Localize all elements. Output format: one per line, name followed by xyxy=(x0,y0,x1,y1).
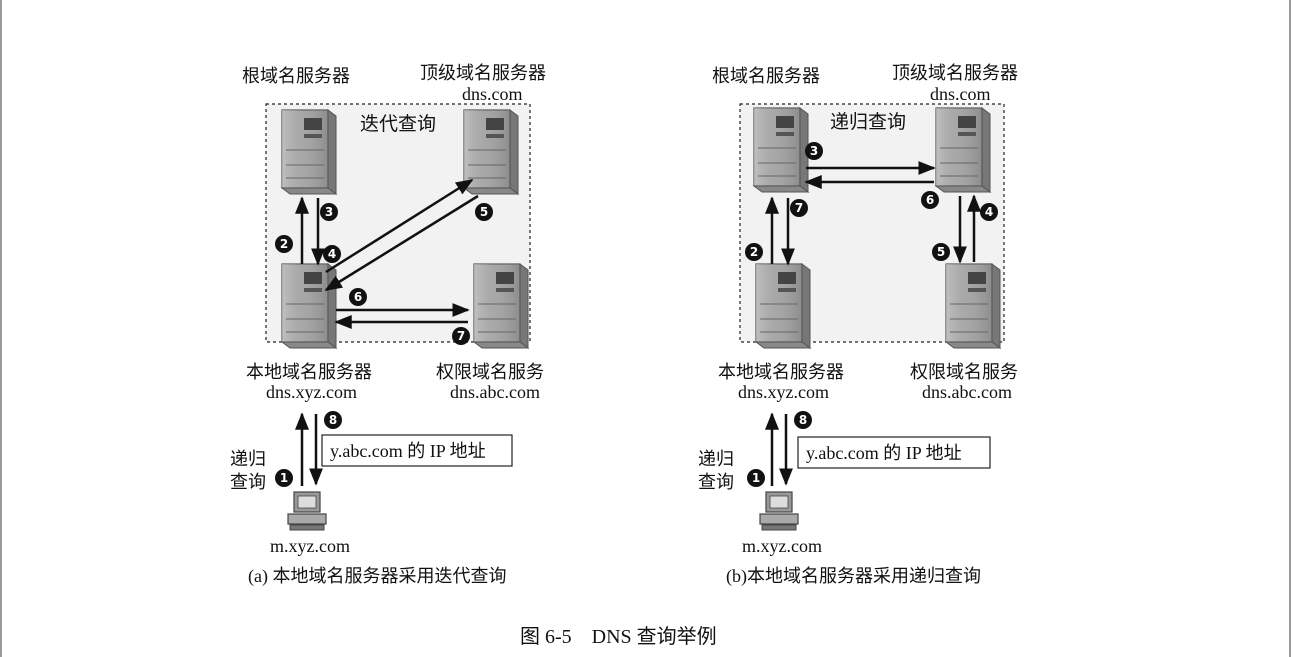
panel-b-auth-server-icon xyxy=(946,264,1000,348)
panel-b-local-server-label: 本地域名服务器 xyxy=(718,362,844,383)
panel-a-recursive-label-2: 查询 xyxy=(230,472,266,493)
panel-b-step-6: 6 xyxy=(921,191,939,209)
svg-text:6: 6 xyxy=(354,290,362,304)
svg-text:2: 2 xyxy=(280,237,288,251)
panel-a-local-server-icon xyxy=(282,264,336,348)
svg-text:5: 5 xyxy=(937,245,945,259)
panel-b-computer-icon xyxy=(760,492,798,530)
panel-a-step-4: 4 xyxy=(323,245,341,263)
panel-a-answer-text: y.abc.com 的 IP 地址 xyxy=(330,441,486,461)
panel-b-auth-domain: dns.abc.com xyxy=(922,382,1012,402)
panel-b-local-domain: dns.xyz.com xyxy=(738,382,829,402)
panel-b-local-server-icon xyxy=(756,264,810,348)
panel-b-caption: (b)本地域名服务器采用递归查询 xyxy=(726,566,981,587)
panel-b-root-server-icon xyxy=(754,108,808,192)
svg-text:4: 4 xyxy=(985,205,993,219)
svg-text:4: 4 xyxy=(328,247,336,261)
svg-text:3: 3 xyxy=(325,205,333,219)
svg-text:3: 3 xyxy=(810,144,818,158)
panel-a-step-8: 8 xyxy=(324,411,342,429)
svg-text:2: 2 xyxy=(750,245,758,259)
panel-b-recursive-label-1: 递归 xyxy=(698,449,734,470)
svg-text:6: 6 xyxy=(926,193,934,207)
panel-b: 递归查询 根域名服务器 顶级域名服务器 dns.com 2 3 7 6 4 5 … xyxy=(698,63,1018,587)
svg-text:8: 8 xyxy=(799,413,807,427)
panel-b-step-5: 5 xyxy=(932,243,950,261)
panel-a-step-2: 2 xyxy=(275,235,293,253)
panel-a: 迭代查询 根域名服务器 顶级域名服务器 dns.com 2 3 4 5 6 7 … xyxy=(230,63,546,587)
panel-a-host-label: m.xyz.com xyxy=(270,536,350,556)
panel-b-recursive-label-2: 查询 xyxy=(698,472,734,493)
panel-b-tld-server-label: 顶级域名服务器 xyxy=(892,63,1018,84)
svg-text:1: 1 xyxy=(280,471,288,485)
panel-a-tld-server-label: 顶级域名服务器 xyxy=(420,63,546,84)
panel-a-step-7: 7 xyxy=(452,327,470,345)
svg-text:1: 1 xyxy=(752,471,760,485)
panel-a-tld-domain: dns.com xyxy=(462,84,523,104)
panel-b-step-2: 2 xyxy=(745,243,763,261)
panel-b-step-8: 8 xyxy=(794,411,812,429)
panel-a-step-3: 3 xyxy=(320,203,338,221)
panel-a-caption: (a) 本地域名服务器采用迭代查询 xyxy=(248,566,506,587)
svg-text:7: 7 xyxy=(795,201,803,215)
svg-text:5: 5 xyxy=(480,205,488,219)
panel-a-auth-domain: dns.abc.com xyxy=(450,382,540,402)
panel-b-host-label: m.xyz.com xyxy=(742,536,822,556)
panel-a-root-server-icon xyxy=(282,110,336,194)
panel-b-answer-text: y.abc.com 的 IP 地址 xyxy=(806,443,962,463)
panel-a-box-title: 迭代查询 xyxy=(360,113,436,135)
svg-text:8: 8 xyxy=(329,413,337,427)
panel-a-computer-icon xyxy=(288,492,326,530)
panel-b-step-4: 4 xyxy=(980,203,998,221)
panel-b-root-server-label: 根域名服务器 xyxy=(712,66,820,87)
svg-text:7: 7 xyxy=(457,329,465,343)
panel-a-step-6: 6 xyxy=(349,288,367,306)
panel-a-local-server-label: 本地域名服务器 xyxy=(246,362,372,383)
panel-a-local-domain: dns.xyz.com xyxy=(266,382,357,402)
panel-a-auth-server-icon xyxy=(474,264,528,348)
panel-b-step-1: 1 xyxy=(747,469,765,487)
panel-b-auth-server-label: 权限域名服务 xyxy=(910,362,1018,383)
panel-b-step-7: 7 xyxy=(790,199,808,217)
panel-b-step-3: 3 xyxy=(805,142,823,160)
panel-b-tld-server-icon xyxy=(936,108,990,192)
panel-a-recursive-label-1: 递归 xyxy=(230,449,266,470)
panel-a-step-1: 1 xyxy=(275,469,293,487)
panel-a-step-5: 5 xyxy=(475,203,493,221)
panel-b-box-title: 递归查询 xyxy=(830,111,906,133)
panel-a-root-server-label: 根域名服务器 xyxy=(242,66,350,87)
panel-b-tld-domain: dns.com xyxy=(930,84,991,104)
panel-a-auth-server-label: 权限域名服务 xyxy=(436,362,544,383)
figure-caption: 图 6-5 DNS 查询举例 xyxy=(520,625,717,648)
